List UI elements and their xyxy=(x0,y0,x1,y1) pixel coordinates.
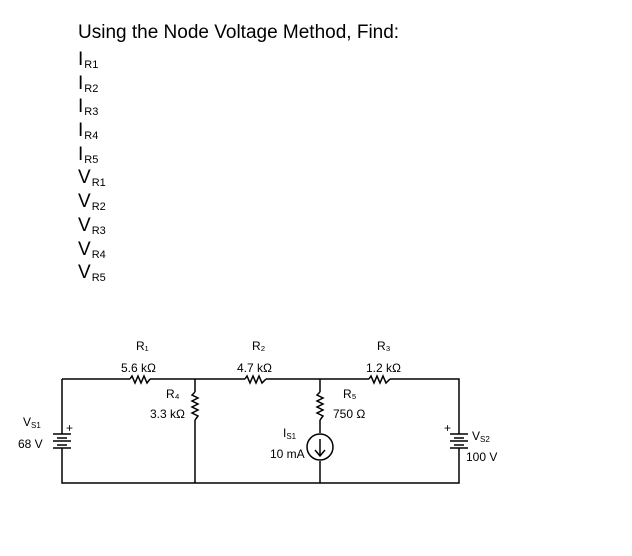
unknown-subscript: R4 xyxy=(91,248,106,261)
unknown-subscript: R1 xyxy=(91,177,106,190)
r3-resistor-symbol xyxy=(368,374,391,385)
wire-left-bottom xyxy=(61,448,460,484)
unknown-item: VR3 xyxy=(78,214,106,238)
battery-vs2 xyxy=(450,433,468,449)
r4-value-label: 3.3 kΩ xyxy=(150,407,185,421)
r1-value-label: 5.6 kΩ xyxy=(121,361,156,375)
unknown-symbol: V xyxy=(78,191,91,213)
vs1-subscript: S1 xyxy=(31,421,41,430)
unknown-symbol: I xyxy=(78,72,84,94)
unknown-subscript: R2 xyxy=(84,82,99,95)
unknown-symbol: I xyxy=(78,143,84,165)
r5-name-label: R₅ xyxy=(343,387,357,401)
unknown-subscript: R3 xyxy=(84,106,99,119)
r2-name-label: R₂ xyxy=(252,339,266,353)
is1-symbol: I xyxy=(283,426,286,440)
unknown-item: IR1 xyxy=(78,48,106,72)
r3-value-label: 1.2 kΩ xyxy=(366,361,401,375)
down-arrow-icon xyxy=(314,439,326,458)
r5-resistor-symbol xyxy=(315,391,325,421)
battery-vs1 xyxy=(53,433,71,449)
vs2-value-label: 100 V xyxy=(466,450,497,464)
unknown-item: VR2 xyxy=(78,190,106,214)
r2-value-label: 4.7 kΩ xyxy=(237,361,272,375)
unknown-symbol: I xyxy=(78,49,84,70)
unknown-subscript: R5 xyxy=(91,272,106,285)
vs1-symbol: V xyxy=(23,415,31,429)
unknown-symbol: I xyxy=(78,96,84,118)
unknown-symbol: V xyxy=(78,167,91,189)
unknown-item: IR3 xyxy=(78,95,106,119)
vs1-value-label: 68 V xyxy=(18,437,43,451)
unknown-subscript: R1 xyxy=(84,59,99,71)
unknown-subscript: R5 xyxy=(84,153,99,166)
vs2-name-label: VS2 xyxy=(472,429,490,444)
unknown-subscript: R3 xyxy=(91,224,106,237)
r3-name-label: R₃ xyxy=(377,339,391,353)
current-source-is1 xyxy=(306,433,334,461)
r5-value-label: 750 Ω xyxy=(333,407,365,421)
r4-resistor-symbol xyxy=(190,391,200,421)
unknown-item: VR5 xyxy=(78,261,106,285)
unknown-item: IR4 xyxy=(78,119,106,143)
is1-name-label: IS1 xyxy=(283,426,297,441)
unknown-subscript: R4 xyxy=(84,130,99,143)
r2-resistor-symbol xyxy=(244,374,267,385)
r4-name-label: R₄ xyxy=(166,387,180,401)
unknowns-list: IR1 IR2 IR3 IR4 IR5 VR1 VR2 VR3 VR4 VR5 xyxy=(78,48,106,285)
unknown-item: VR1 xyxy=(78,166,106,190)
unknown-item: IR5 xyxy=(78,143,106,167)
unknown-symbol: V xyxy=(78,214,91,236)
unknown-item: VR4 xyxy=(78,238,106,262)
vs2-symbol: V xyxy=(472,429,480,443)
vs1-plus-sign: + xyxy=(66,421,73,435)
unknown-subscript: R2 xyxy=(91,201,106,214)
unknown-symbol: I xyxy=(78,120,84,142)
problem-title: Using the Node Voltage Method, Find: xyxy=(78,22,400,43)
is1-subscript: S1 xyxy=(286,432,296,441)
vs1-name-label: VS1 xyxy=(23,415,41,430)
circuit-wires xyxy=(61,378,460,484)
is1-value-label: 10 mA xyxy=(270,447,305,461)
vs2-subscript: S2 xyxy=(480,435,490,444)
r1-resistor-symbol xyxy=(129,374,151,385)
wire-top-d xyxy=(390,378,460,434)
r1-name-label: R₁ xyxy=(136,339,149,353)
unknown-symbol: V xyxy=(78,238,91,260)
vs2-plus-sign: + xyxy=(444,421,451,435)
unknown-item: IR2 xyxy=(78,72,106,96)
unknown-symbol: V xyxy=(78,262,91,284)
